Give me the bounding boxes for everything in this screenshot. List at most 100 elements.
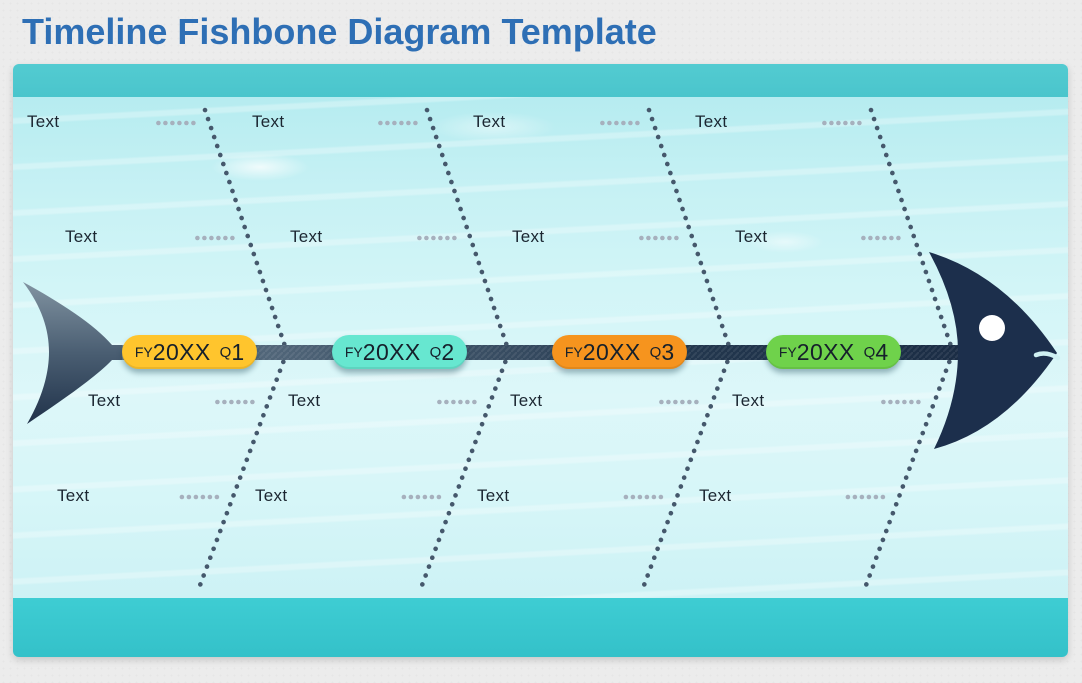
leader-dot bbox=[191, 120, 196, 126]
leader-dot bbox=[852, 494, 858, 500]
placeholder-text-label[interactable]: Text bbox=[695, 112, 728, 132]
leader-dot bbox=[401, 494, 407, 500]
milestone-year: 20XX bbox=[582, 338, 641, 365]
leader-dot bbox=[630, 494, 636, 500]
placeholder-text-label[interactable]: Text bbox=[477, 486, 510, 506]
leader-dot bbox=[436, 494, 442, 500]
placeholder-text-label[interactable]: Text bbox=[735, 227, 768, 247]
leader-dot bbox=[209, 235, 214, 241]
leader-dot bbox=[866, 494, 872, 500]
leader-dot bbox=[202, 235, 207, 241]
leader-dots bbox=[156, 120, 921, 500]
placeholder-text-label[interactable]: Text bbox=[88, 391, 121, 411]
leader-dot bbox=[437, 399, 442, 405]
leader-dot bbox=[680, 399, 685, 405]
leader-dot bbox=[895, 399, 900, 405]
leader-dot bbox=[857, 120, 862, 126]
placeholder-text-label[interactable]: Text bbox=[473, 112, 506, 132]
leader-dot bbox=[399, 120, 404, 126]
leader-dot bbox=[673, 399, 678, 405]
leader-dot bbox=[660, 235, 665, 241]
leader-dot bbox=[451, 399, 456, 405]
placeholder-text-label[interactable]: Text bbox=[699, 486, 732, 506]
placeholder-text-label[interactable]: Text bbox=[510, 391, 543, 411]
milestone-year: 20XX bbox=[152, 338, 211, 365]
leader-dot bbox=[829, 120, 834, 126]
leader-dot bbox=[850, 120, 855, 126]
milestone-quarter-letter: Q bbox=[649, 343, 662, 361]
leader-dot bbox=[880, 494, 886, 500]
leader-dot bbox=[659, 399, 664, 405]
page-title: Timeline Fishbone Diagram Template bbox=[22, 11, 657, 52]
fishbone-diagram-canvas: Text Text Text Text Text Text Text Text … bbox=[13, 64, 1068, 657]
leader-dot bbox=[417, 235, 422, 241]
leader-dot bbox=[888, 399, 893, 405]
leader-dot bbox=[861, 235, 866, 241]
placeholder-text-label[interactable]: Text bbox=[732, 391, 765, 411]
leader-dot bbox=[843, 120, 848, 126]
leader-dot bbox=[422, 494, 428, 500]
leader-dot bbox=[635, 120, 640, 126]
milestone-fy: FY bbox=[778, 344, 797, 360]
leader-dot bbox=[674, 235, 679, 241]
leader-dot bbox=[896, 235, 901, 241]
leader-dot bbox=[653, 235, 658, 241]
leader-dot bbox=[875, 235, 880, 241]
water-top-band bbox=[13, 64, 1068, 97]
leader-dot bbox=[214, 494, 220, 500]
leader-dot bbox=[873, 494, 879, 500]
milestone-quarter-letter: Q bbox=[429, 343, 442, 361]
leader-dot bbox=[429, 494, 435, 500]
leader-dot bbox=[868, 235, 873, 241]
leader-dot bbox=[413, 120, 418, 126]
leader-dot bbox=[644, 494, 650, 500]
leader-dot bbox=[216, 235, 221, 241]
leader-dot bbox=[623, 494, 629, 500]
fish-head bbox=[929, 252, 1057, 449]
placeholder-text-label[interactable]: Text bbox=[27, 112, 60, 132]
milestone-fy: FY bbox=[564, 344, 583, 360]
leader-dot bbox=[646, 235, 651, 241]
leader-dot bbox=[902, 399, 907, 405]
milestone-year: 20XX bbox=[796, 338, 855, 365]
placeholder-text-label[interactable]: Text bbox=[252, 112, 285, 132]
fish-tail bbox=[23, 282, 122, 424]
milestone-year: 20XX bbox=[362, 338, 421, 365]
fish-spine-texture bbox=[110, 345, 963, 360]
leader-dot bbox=[614, 120, 619, 126]
milestone-quarter-letter: Q bbox=[863, 343, 876, 361]
leader-dot bbox=[186, 494, 192, 500]
placeholder-text-label[interactable]: Text bbox=[65, 227, 98, 247]
placeholder-text-label[interactable]: Text bbox=[288, 391, 321, 411]
leader-dot bbox=[200, 494, 206, 500]
leader-dot bbox=[177, 120, 182, 126]
leader-dot bbox=[195, 235, 200, 241]
placeholder-text-label[interactable]: Text bbox=[512, 227, 545, 247]
leader-dot bbox=[889, 235, 894, 241]
leader-dot bbox=[179, 494, 185, 500]
leader-dot bbox=[236, 399, 241, 405]
leader-dot bbox=[628, 120, 633, 126]
milestone-quarter-number: 4 bbox=[875, 338, 889, 365]
placeholder-text-label[interactable]: Text bbox=[255, 486, 288, 506]
leader-dot bbox=[163, 120, 168, 126]
leader-dot bbox=[230, 235, 235, 241]
placeholder-text-label[interactable]: Text bbox=[290, 227, 323, 247]
milestone-quarter-number: 2 bbox=[441, 338, 455, 365]
leader-dot bbox=[243, 399, 248, 405]
leader-dot bbox=[845, 494, 851, 500]
placeholder-text-label[interactable]: Text bbox=[57, 486, 90, 506]
leader-dot bbox=[193, 494, 199, 500]
leader-dot bbox=[184, 120, 189, 126]
leader-dot bbox=[438, 235, 443, 241]
leader-dot bbox=[607, 120, 612, 126]
leader-dot bbox=[687, 399, 692, 405]
leader-dot bbox=[836, 120, 841, 126]
page-header: Timeline Fishbone Diagram Template bbox=[0, 0, 1082, 64]
leader-dot bbox=[431, 235, 436, 241]
